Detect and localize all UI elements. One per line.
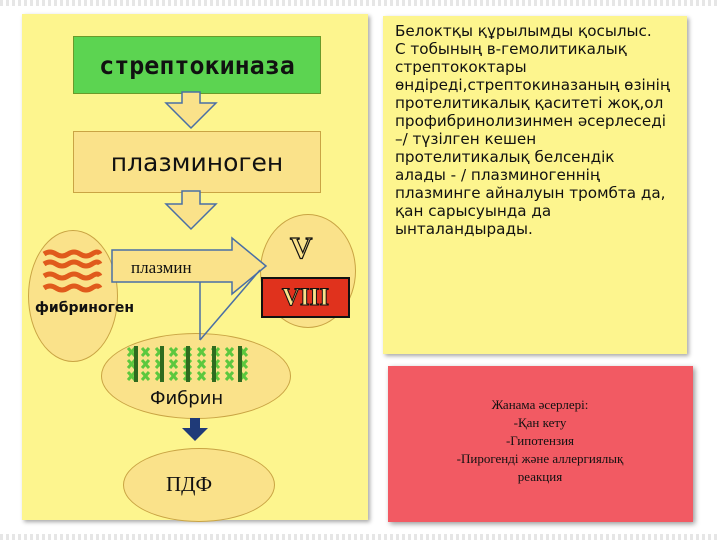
fibrin-strand <box>168 371 179 381</box>
description-panel <box>383 16 687 354</box>
description-line: протелитикалық қаситеті жоқ,ол <box>395 94 664 112</box>
description-line: С тобының в-гемолитикалық <box>395 40 627 58</box>
plasmin-label: плазмин <box>131 258 192 277</box>
fibrinogen-strand <box>42 259 103 269</box>
fibrinogen-strands <box>42 249 103 293</box>
fibrinogen-strand <box>42 283 103 293</box>
fibrin-strand <box>126 347 137 357</box>
pdf-label: ПДФ <box>166 472 213 496</box>
side-effect-item: -Пирогенді және аллергиялық <box>456 451 624 466</box>
fibrin-strand <box>140 347 151 357</box>
fibrin-crosslink <box>212 346 216 382</box>
fibrin-strand <box>140 359 151 369</box>
fibrin-mesh <box>126 346 249 382</box>
description-text: Белоктқы құрылымды қосылыс. С тобының в-… <box>395 22 685 238</box>
plasmin-arrow <box>111 236 268 296</box>
fibrin-crosslink <box>160 346 164 382</box>
fibrin-crosslink <box>186 346 190 382</box>
fibrin-strand <box>224 359 235 369</box>
description-line: протелитикалық белсендік <box>395 148 615 166</box>
description-line: Белоктқы құрылымды қосылыс. <box>395 22 652 40</box>
side-effect-item: реакция <box>517 469 563 484</box>
description-line: ынталандырады. <box>395 220 533 238</box>
side-effects-title: Жанама әсерлері: <box>491 397 589 412</box>
fibrin-strand <box>196 347 207 357</box>
arrow-plasminogen-to-plasmin <box>164 190 218 231</box>
fibrin-label: Фибрин <box>150 388 224 409</box>
connector-factors <box>199 269 261 341</box>
fibrin-crosslink <box>134 346 138 382</box>
side-effect-item: -Гипотензия <box>505 433 575 448</box>
arrow-streptokinase-to-plasminogen <box>164 91 218 130</box>
description-line: алады - / плазминогеннің <box>395 166 600 184</box>
fibrin-strand <box>126 371 137 381</box>
fibrin-strand <box>168 359 179 369</box>
description-line: –/ түзілген кешен <box>395 130 537 148</box>
arrow-fibrin-to-pdf <box>182 418 208 441</box>
description-line: плазминге айналуын тромбта да, <box>395 184 666 202</box>
side-effect-item: -Қан кету <box>513 415 567 430</box>
description-line: қан сарысуында да <box>395 202 552 220</box>
slide-top-border <box>0 0 720 6</box>
fibrin-strand <box>168 347 179 357</box>
factor-v-label: V <box>289 229 313 265</box>
fibrin-strand <box>126 359 137 369</box>
fibrin-strand <box>224 371 235 381</box>
fibrin-strand <box>196 359 207 369</box>
fibrinogen-strand <box>42 271 103 281</box>
side-effects-panel <box>388 366 693 522</box>
fibrinogen-label: фибриноген <box>35 300 135 316</box>
fibrin-strand <box>224 347 235 357</box>
fibrin-strand <box>196 371 207 381</box>
fibrin-strand <box>140 371 151 381</box>
description-line: профибринолизинмен әсерлеседі <box>395 112 666 130</box>
plasminogen-box: плазминоген <box>73 131 321 193</box>
fibrin-crosslink <box>238 346 242 382</box>
side-effects-text: Жанама әсерлері: -Қан кету -Гипотензия -… <box>405 396 675 486</box>
factor-viii-label: VIII <box>261 277 350 318</box>
pdf-ellipse <box>123 448 275 522</box>
description-line: стрептококтары <box>395 58 527 76</box>
description-line: өндіреді,стрептокиназаның өзінің <box>395 76 670 94</box>
fibrinogen-strand <box>42 249 103 259</box>
slide-bottom-border <box>0 534 720 540</box>
